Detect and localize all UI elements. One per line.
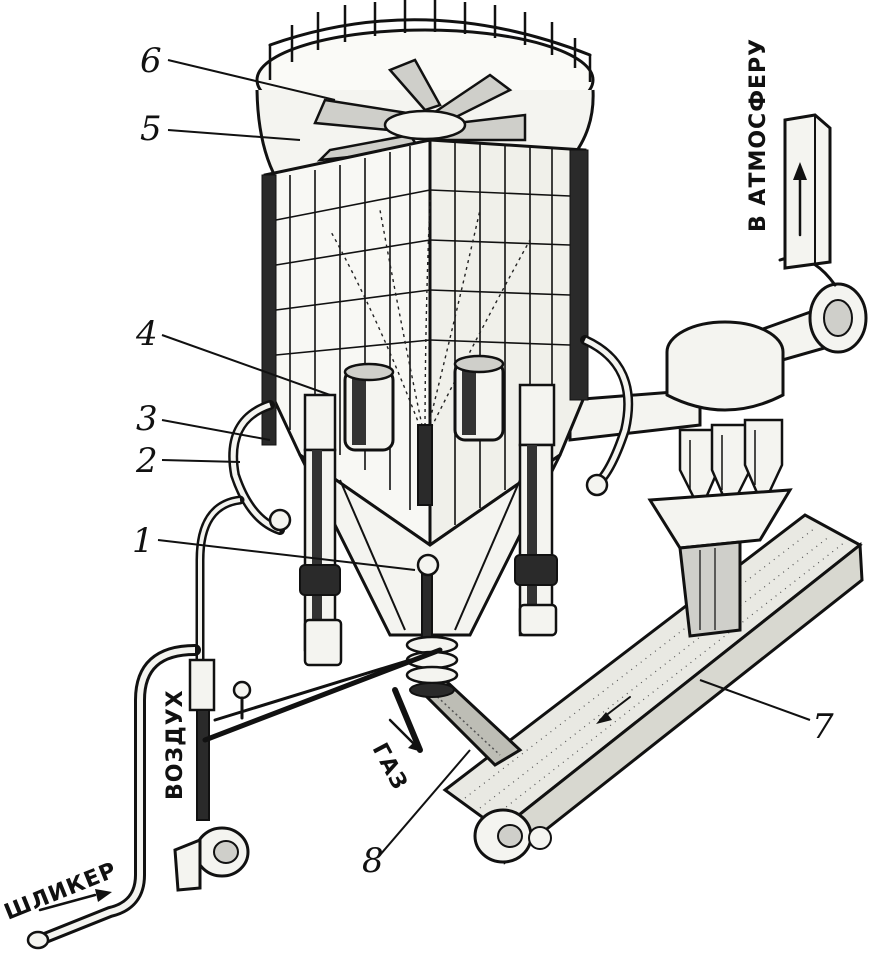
label-4: 4 <box>135 314 158 354</box>
label-2: 2 <box>135 441 158 481</box>
caption-air: ВОЗДУХ <box>163 689 188 800</box>
label-3: 3 <box>136 399 158 439</box>
air-pipe <box>188 495 443 821</box>
distributor-fan <box>313 58 527 162</box>
leader-lines <box>157 59 811 856</box>
caption-gas: ГАЗ <box>367 739 412 795</box>
label-6: 6 <box>140 41 162 81</box>
label-7: 7 <box>812 707 834 747</box>
gas-inlet <box>388 687 423 753</box>
label-1: 1 <box>132 521 154 561</box>
slip-pipe <box>26 644 201 950</box>
burners <box>303 354 556 452</box>
gas-ring-pipes <box>228 335 634 535</box>
label-5: 5 <box>140 109 162 149</box>
support-legs <box>299 443 558 667</box>
caption-atmosphere: В АТМОСФЕРУ <box>746 38 771 232</box>
label-8: 8 <box>362 841 384 881</box>
exhaust-stack <box>783 113 832 270</box>
slip-pump <box>173 826 250 892</box>
conveyor-belt <box>442 513 864 865</box>
